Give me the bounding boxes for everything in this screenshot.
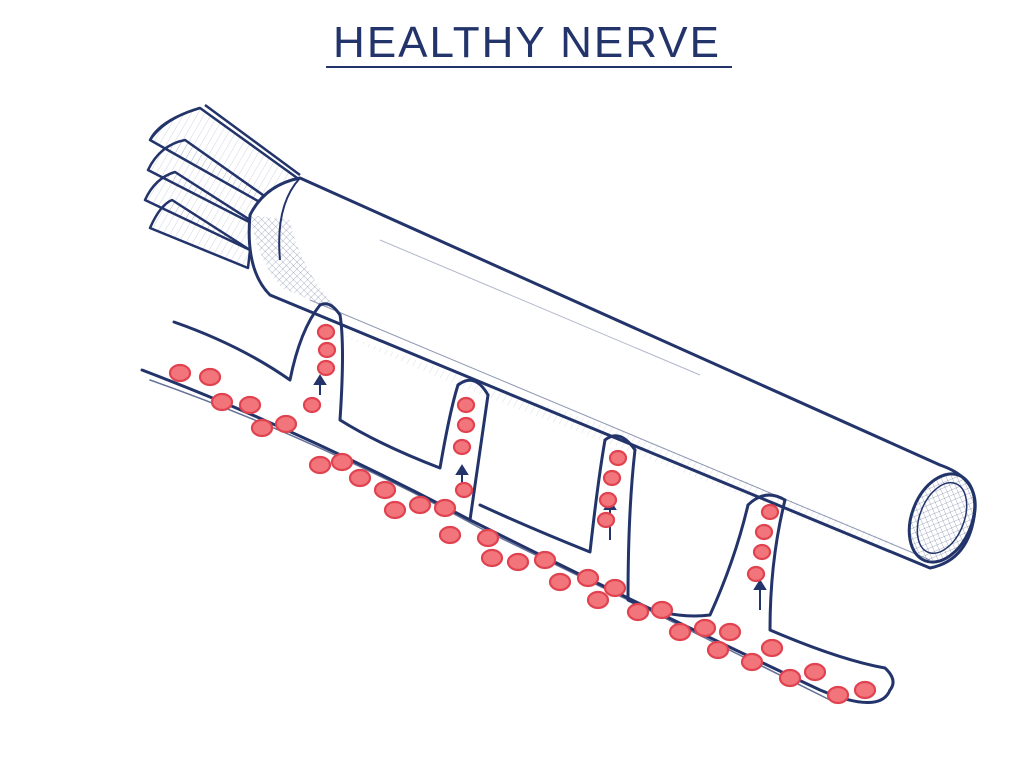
title-underline (326, 66, 732, 68)
nerve-body (247, 176, 977, 570)
diagram-title: HEALTHY NERVE (333, 18, 721, 67)
nerve-fascicles (143, 103, 302, 270)
red-blood-cells (168, 323, 877, 705)
